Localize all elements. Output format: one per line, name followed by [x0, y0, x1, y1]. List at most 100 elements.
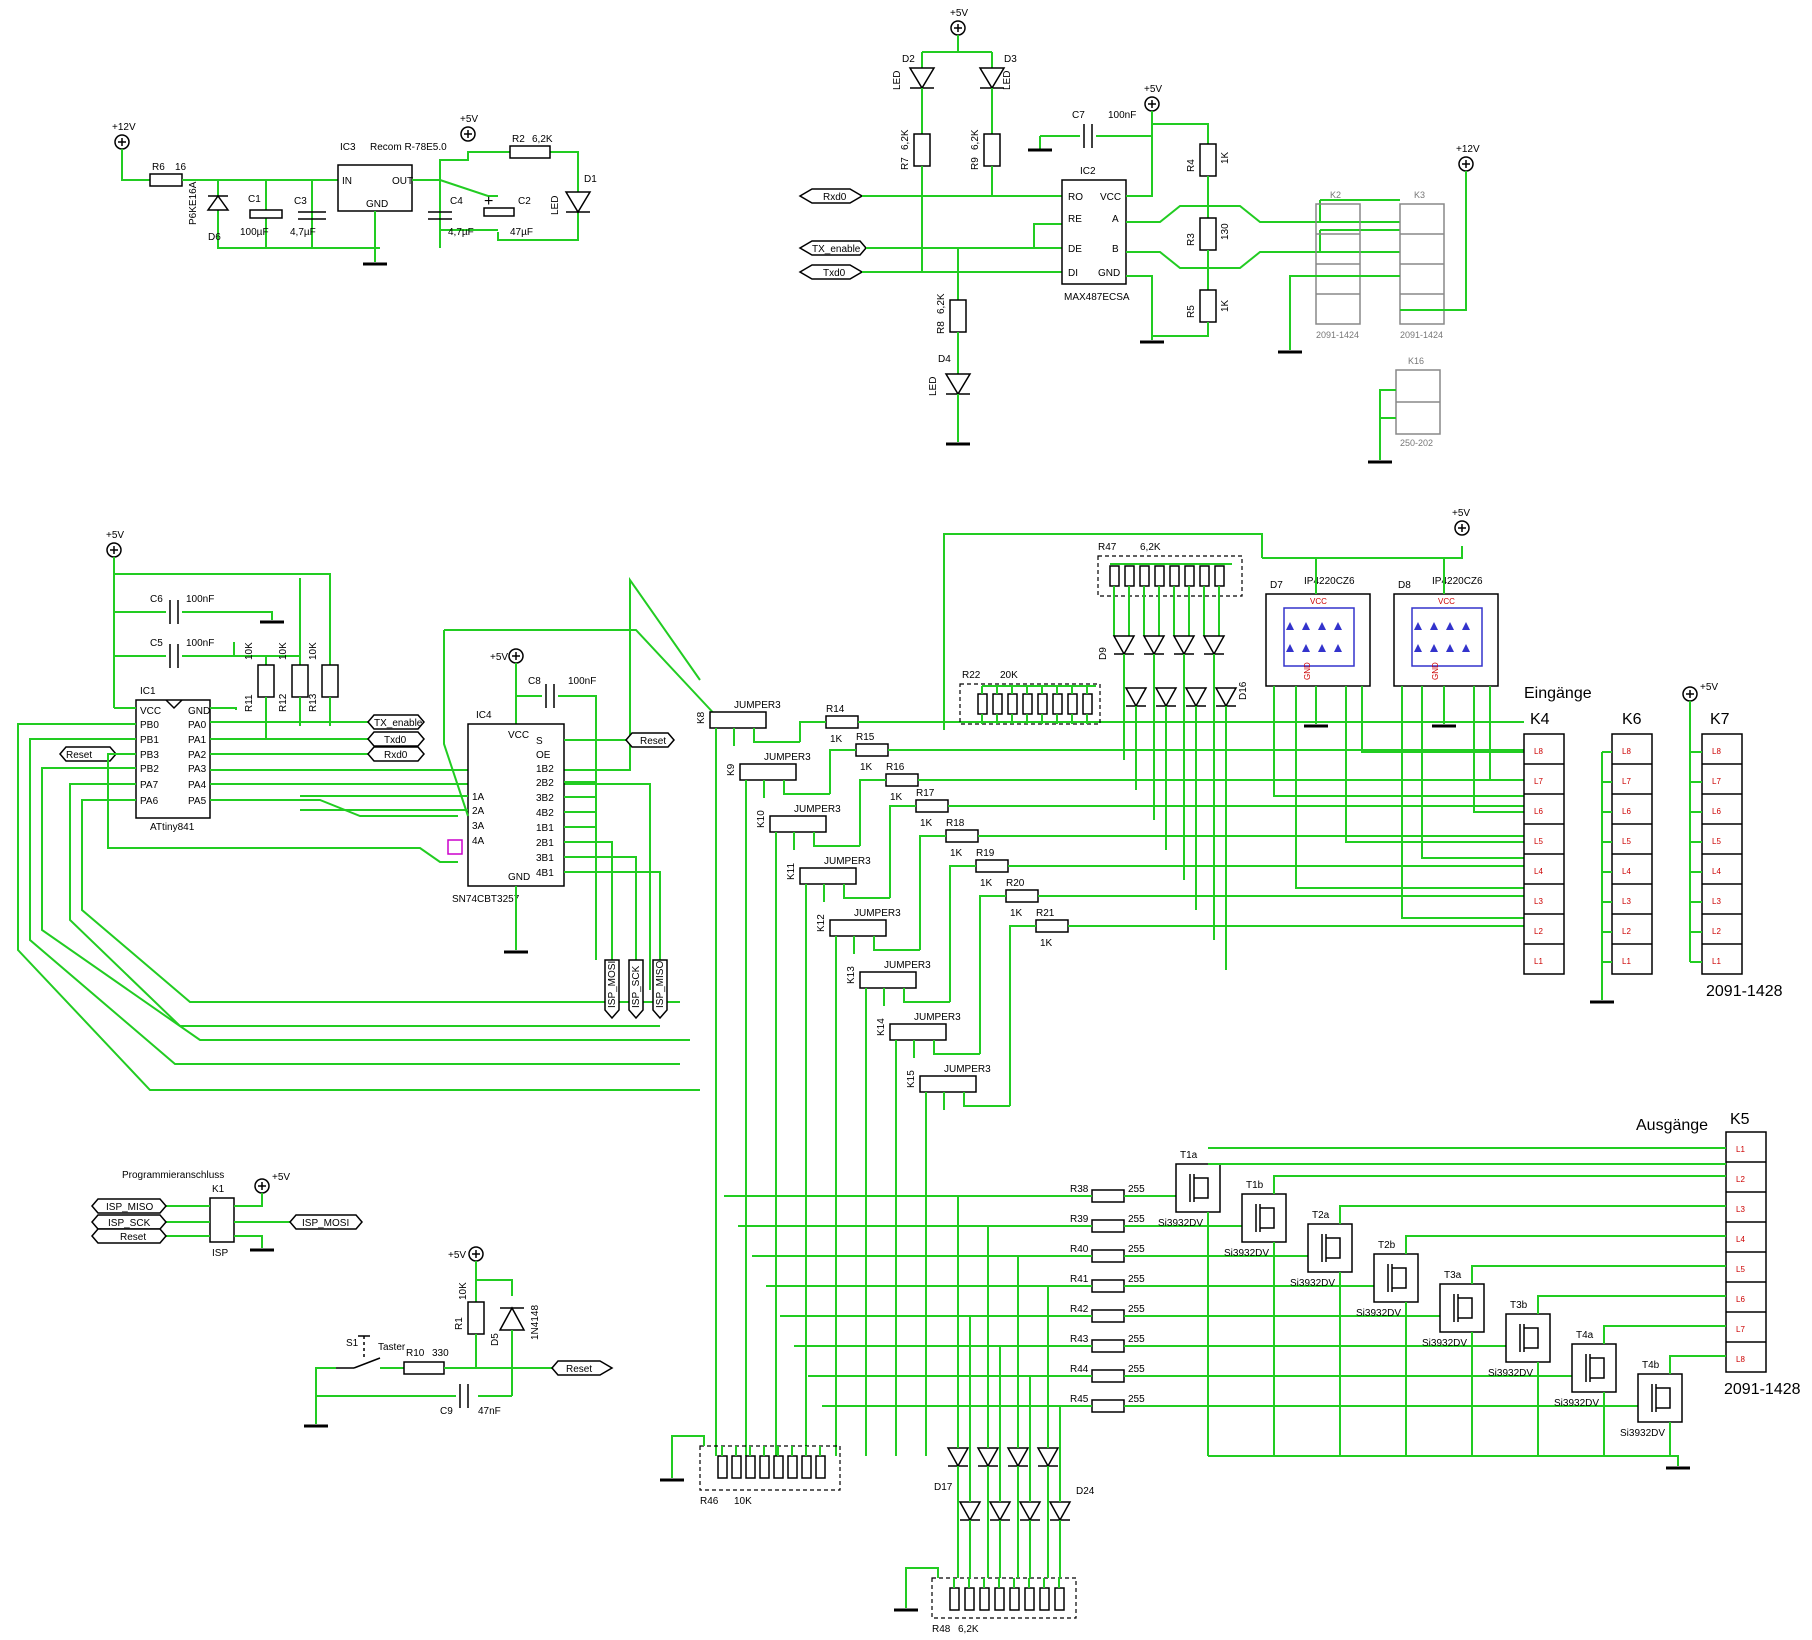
label-c2: C2: [518, 196, 531, 207]
label-c4: C4: [450, 196, 463, 207]
jumper-value-k15: JUMPER3: [944, 1064, 991, 1075]
input-led: [1112, 635, 1136, 656]
label-5v-rs485: +5V: [950, 8, 968, 19]
jumper-label-k10: K10: [756, 810, 767, 828]
mcu-pin-pa2: PA2: [188, 750, 207, 761]
label-t2b: T2b: [1378, 1240, 1396, 1251]
label-r45: R45: [1070, 1394, 1089, 1405]
label-r2: R2: [512, 134, 525, 145]
value-r16: 1K: [890, 792, 903, 803]
esd-diode: [1414, 622, 1422, 630]
jumper-k14[interactable]: [889, 1023, 947, 1041]
input-led: [1154, 687, 1178, 708]
r48-element: [964, 1587, 975, 1611]
r48-element: [994, 1587, 1005, 1611]
jumper-value-k11: JUMPER3: [824, 856, 871, 867]
value-r6: 16: [175, 162, 187, 173]
esd-diode: [1318, 644, 1326, 652]
jumper-k12[interactable]: [829, 919, 887, 937]
value-d5: 1N4148: [530, 1305, 541, 1340]
label-r41: R41: [1070, 1274, 1089, 1285]
label-r16: R16: [886, 762, 905, 773]
port-reset-mux-label: Reset: [640, 736, 666, 747]
label-t4a: T4a: [1576, 1330, 1594, 1341]
label-c1: C1: [248, 194, 261, 205]
value-d1: LED: [550, 196, 561, 215]
value-r47: 6,2K: [1140, 542, 1161, 553]
connector-pin-l7: L7: [1712, 777, 1721, 786]
jumper-k15[interactable]: [919, 1075, 977, 1093]
mux-pin-4b1: 4B1: [536, 868, 554, 879]
input-led: [1184, 687, 1208, 708]
value-r18: 1K: [950, 848, 963, 859]
r46-element: [717, 1455, 728, 1479]
diode-d5: [498, 1306, 526, 1331]
resistor-r13: [321, 664, 339, 698]
esd-diode: [1334, 622, 1342, 630]
mosfet-t3a: [1439, 1283, 1485, 1333]
value-c2: 47µF: [510, 227, 533, 238]
value-r13: 10K: [308, 642, 319, 660]
jumper-label-k9: K9: [726, 763, 737, 776]
jumper-k13[interactable]: [859, 971, 917, 989]
label-r3: R3: [1186, 233, 1197, 246]
esd-diode: [1302, 622, 1310, 630]
connector-pin-l3: L3: [1534, 897, 1543, 906]
value-d7: IP4220CZ6: [1304, 576, 1355, 587]
mosfet-t3b: [1505, 1313, 1551, 1363]
jumper-k9[interactable]: [739, 763, 797, 781]
mux-pin-1a: 1A: [472, 792, 485, 803]
label-k6: K6: [1622, 711, 1642, 728]
jumper-k8[interactable]: [709, 711, 767, 729]
label-c7: C7: [1072, 110, 1085, 121]
port-txd0-label: Txd0: [823, 268, 846, 279]
resistor-r3: [1199, 217, 1217, 251]
value-r4: 1K: [1220, 151, 1231, 164]
port-rxd0-label: Rxd0: [823, 192, 847, 203]
input-led: [1214, 687, 1238, 708]
jumper-value-k14: JUMPER3: [914, 1012, 961, 1023]
resistor-r10: [403, 1361, 445, 1375]
part-outputs: 2091-1428: [1724, 1381, 1801, 1398]
value-c6: 100nF: [186, 594, 214, 605]
label-d2: D2: [902, 54, 915, 65]
mosfet-t4a: [1571, 1343, 1617, 1393]
port-isp-miso-label: ISP_MISO: [106, 1202, 153, 1213]
r48-element: [1054, 1587, 1065, 1611]
mcu-pin-pb2: PB2: [140, 764, 159, 775]
port-isp-miso: [652, 959, 668, 1020]
r48-element: [949, 1587, 960, 1611]
label-r13: R13: [308, 693, 319, 712]
label-d5: D5: [490, 1333, 501, 1346]
jumper-k11[interactable]: [799, 867, 857, 885]
r46-element: [801, 1455, 812, 1479]
r48-element: [979, 1587, 990, 1611]
multiplexer-ic4: [467, 723, 565, 887]
r47-element: [1139, 565, 1150, 587]
output-led: [958, 1501, 982, 1522]
label-d9: D9: [1098, 647, 1109, 660]
label-d4: D4: [938, 354, 951, 365]
label-c9: C9: [440, 1406, 453, 1417]
gnd-d7: GND: [1303, 662, 1312, 680]
value-t4b: Si3932DV: [1620, 1428, 1665, 1439]
port-rxd0-mcu: [367, 746, 425, 762]
connector-pin-l1: L1: [1622, 957, 1631, 966]
capacitor-c2: [483, 207, 515, 217]
mux-pin-1b2: 1B2: [536, 764, 554, 775]
output-pin-l4: L4: [1736, 1235, 1745, 1244]
output-pin-l6: L6: [1736, 1295, 1745, 1304]
esd-diode: [1446, 644, 1454, 652]
jumper-k10[interactable]: [769, 815, 827, 833]
label-5v-ic2: +5V: [1144, 84, 1162, 95]
label-ic1: IC1: [140, 686, 156, 697]
value-r10: 330: [432, 1348, 449, 1359]
value-t1b: Si3932DV: [1224, 1248, 1269, 1259]
label-r4: R4: [1186, 159, 1197, 172]
mux-pin-2b2: 2B2: [536, 778, 554, 789]
mcu-pin-pb0: PB0: [140, 720, 159, 731]
mux-pin-oe: OE: [536, 750, 551, 761]
